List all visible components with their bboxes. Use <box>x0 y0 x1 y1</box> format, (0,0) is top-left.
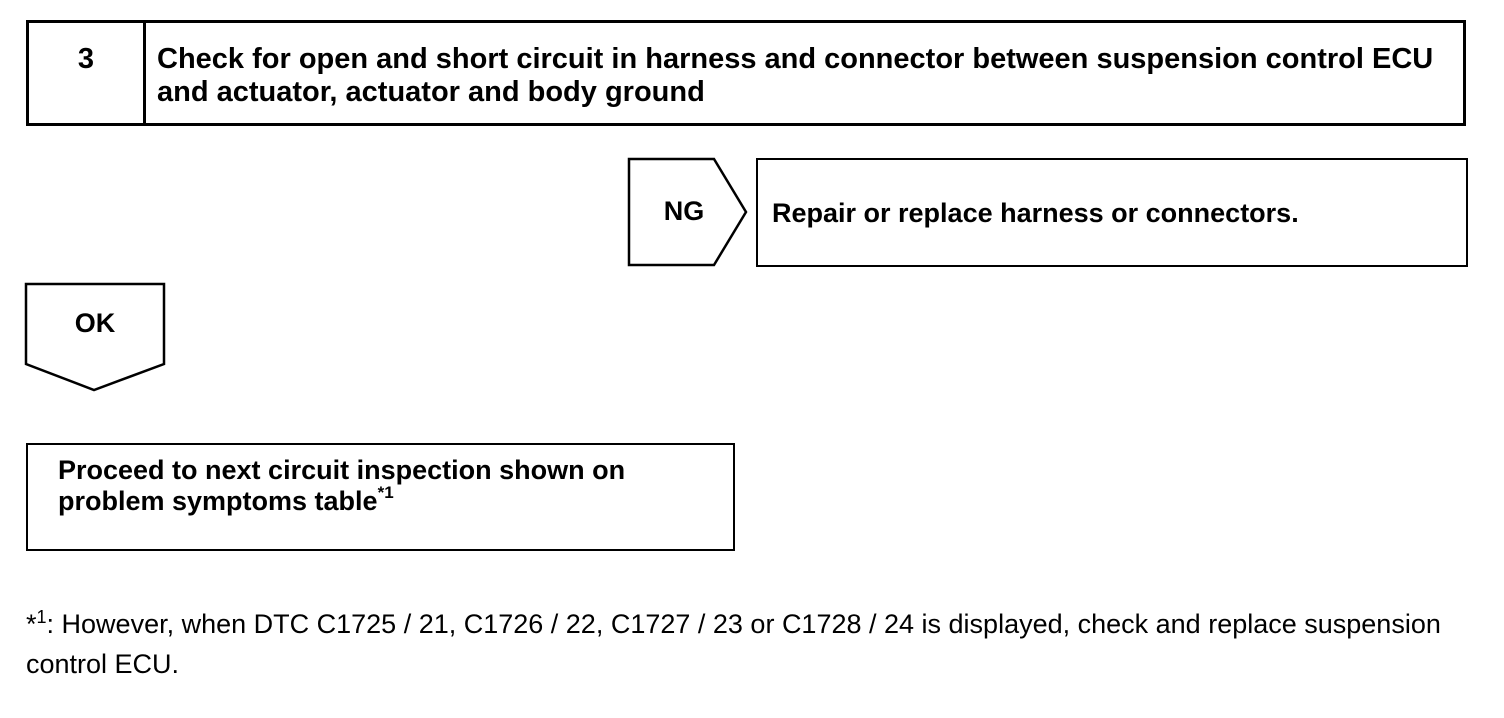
ng-action-box: Repair or replace harness or connectors. <box>756 158 1468 267</box>
footnote-star: * <box>26 609 37 639</box>
step-divider <box>143 23 146 123</box>
step-number: 3 <box>77 43 95 75</box>
step-title: Check for open and short circuit in harn… <box>157 43 1434 108</box>
next-step-text: Proceed to next circuit inspection shown… <box>58 455 718 517</box>
ng-arrow-shape <box>627 157 748 267</box>
ok-label: OK <box>74 308 116 338</box>
footnote-text: : However, when DTC C1725 / 21, C1726 / … <box>26 609 1441 679</box>
next-step-note-marker: *1 <box>377 483 394 502</box>
next-step-box: Proceed to next circuit inspection shown… <box>26 443 735 551</box>
footnote: *1: However, when DTC C1725 / 21, C1726 … <box>26 604 1486 684</box>
step-box: 3 Check for open and short circuit in ha… <box>26 20 1466 126</box>
ng-label: NG <box>663 196 705 226</box>
next-step-label: Proceed to next circuit inspection shown… <box>58 455 626 516</box>
footnote-number: 1 <box>36 607 47 627</box>
ok-arrow-shape <box>24 282 166 392</box>
ng-action-text: Repair or replace harness or connectors. <box>772 198 1299 228</box>
